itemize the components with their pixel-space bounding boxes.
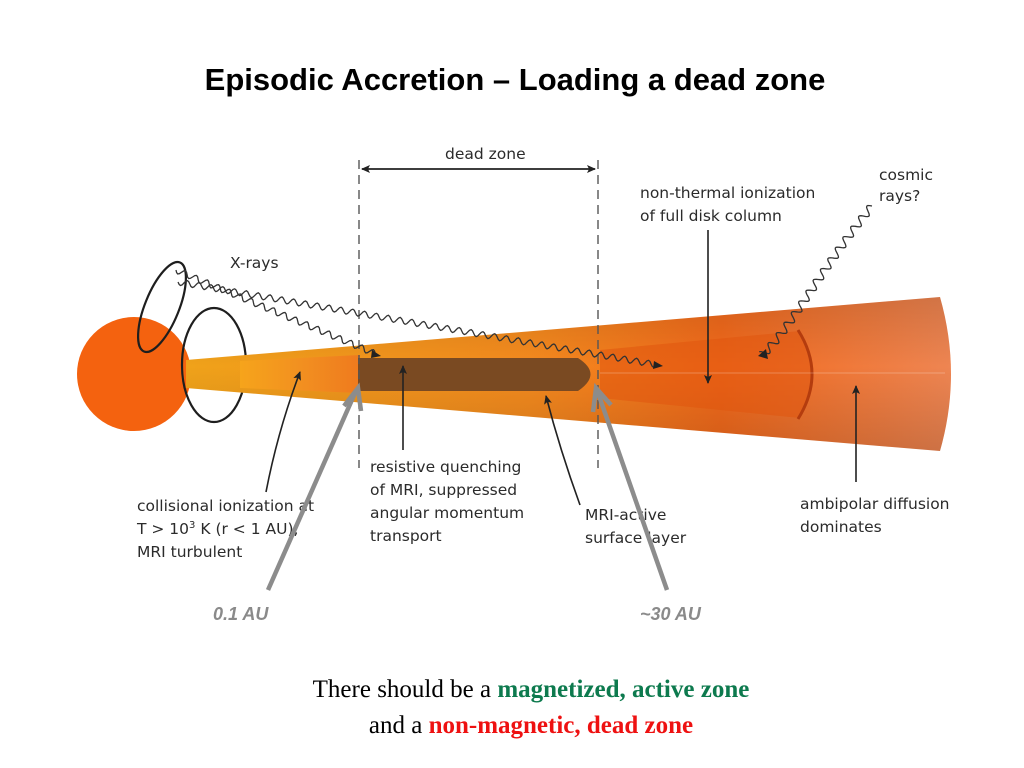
cosmic-rays-label: cosmic rays? — [879, 166, 938, 205]
mri-active-label: MRI-active surface layer — [585, 506, 687, 547]
mri-active-arrow — [544, 395, 581, 506]
magnetic-loop-outer — [136, 260, 188, 354]
disk-inner-surface — [600, 331, 811, 418]
caption-line-1: There should be a magnetized, active zon… — [0, 676, 1024, 704]
star — [77, 317, 191, 431]
caption-prefix-2: and a — [368, 712, 429, 739]
inner-au-arrow — [265, 392, 358, 591]
outer-au-arrowhead — [590, 382, 613, 413]
ambipolar-label: ambipolar diffusion dominates — [800, 495, 954, 536]
dead-zone-label: dead zone — [445, 145, 526, 163]
inner-au-arrowhead — [342, 382, 364, 412]
xrays-label: X-rays — [230, 254, 279, 272]
dead-zone-region — [358, 358, 591, 391]
resistive-label: resistive quenching of MRI, suppressed a… — [370, 458, 529, 545]
outer-au-label: ~30 AU — [640, 604, 702, 624]
collisional-label: collisional ionization at T > 103 K (r <… — [136, 497, 319, 561]
cosmic-ray-path — [758, 204, 873, 355]
caption-line-2: and a non-magnetic, dead zone — [0, 712, 1024, 740]
non-thermal-label: non-thermal ionization of full disk colu… — [640, 184, 820, 225]
slide-title: Episodic Accretion – Loading a dead zone — [204, 62, 826, 97]
active-zone-highlight: magnetized, active zone — [497, 676, 750, 703]
disk-rim — [796, 329, 814, 420]
xray-path-2 — [177, 279, 658, 369]
collisional-arrow — [265, 371, 301, 493]
xray-arrowhead-1 — [371, 350, 381, 358]
cosmic-ray-arrowhead — [758, 349, 768, 359]
inner-au-label: 0.1 AU — [213, 604, 269, 624]
xray-arrowhead-2 — [653, 361, 663, 369]
xray-path-1 — [175, 269, 376, 354]
caption-prefix-1: There should be a — [312, 676, 498, 703]
dead-zone-highlight: non-magnetic, dead zone — [428, 712, 694, 739]
outer-au-arrow — [595, 392, 670, 591]
